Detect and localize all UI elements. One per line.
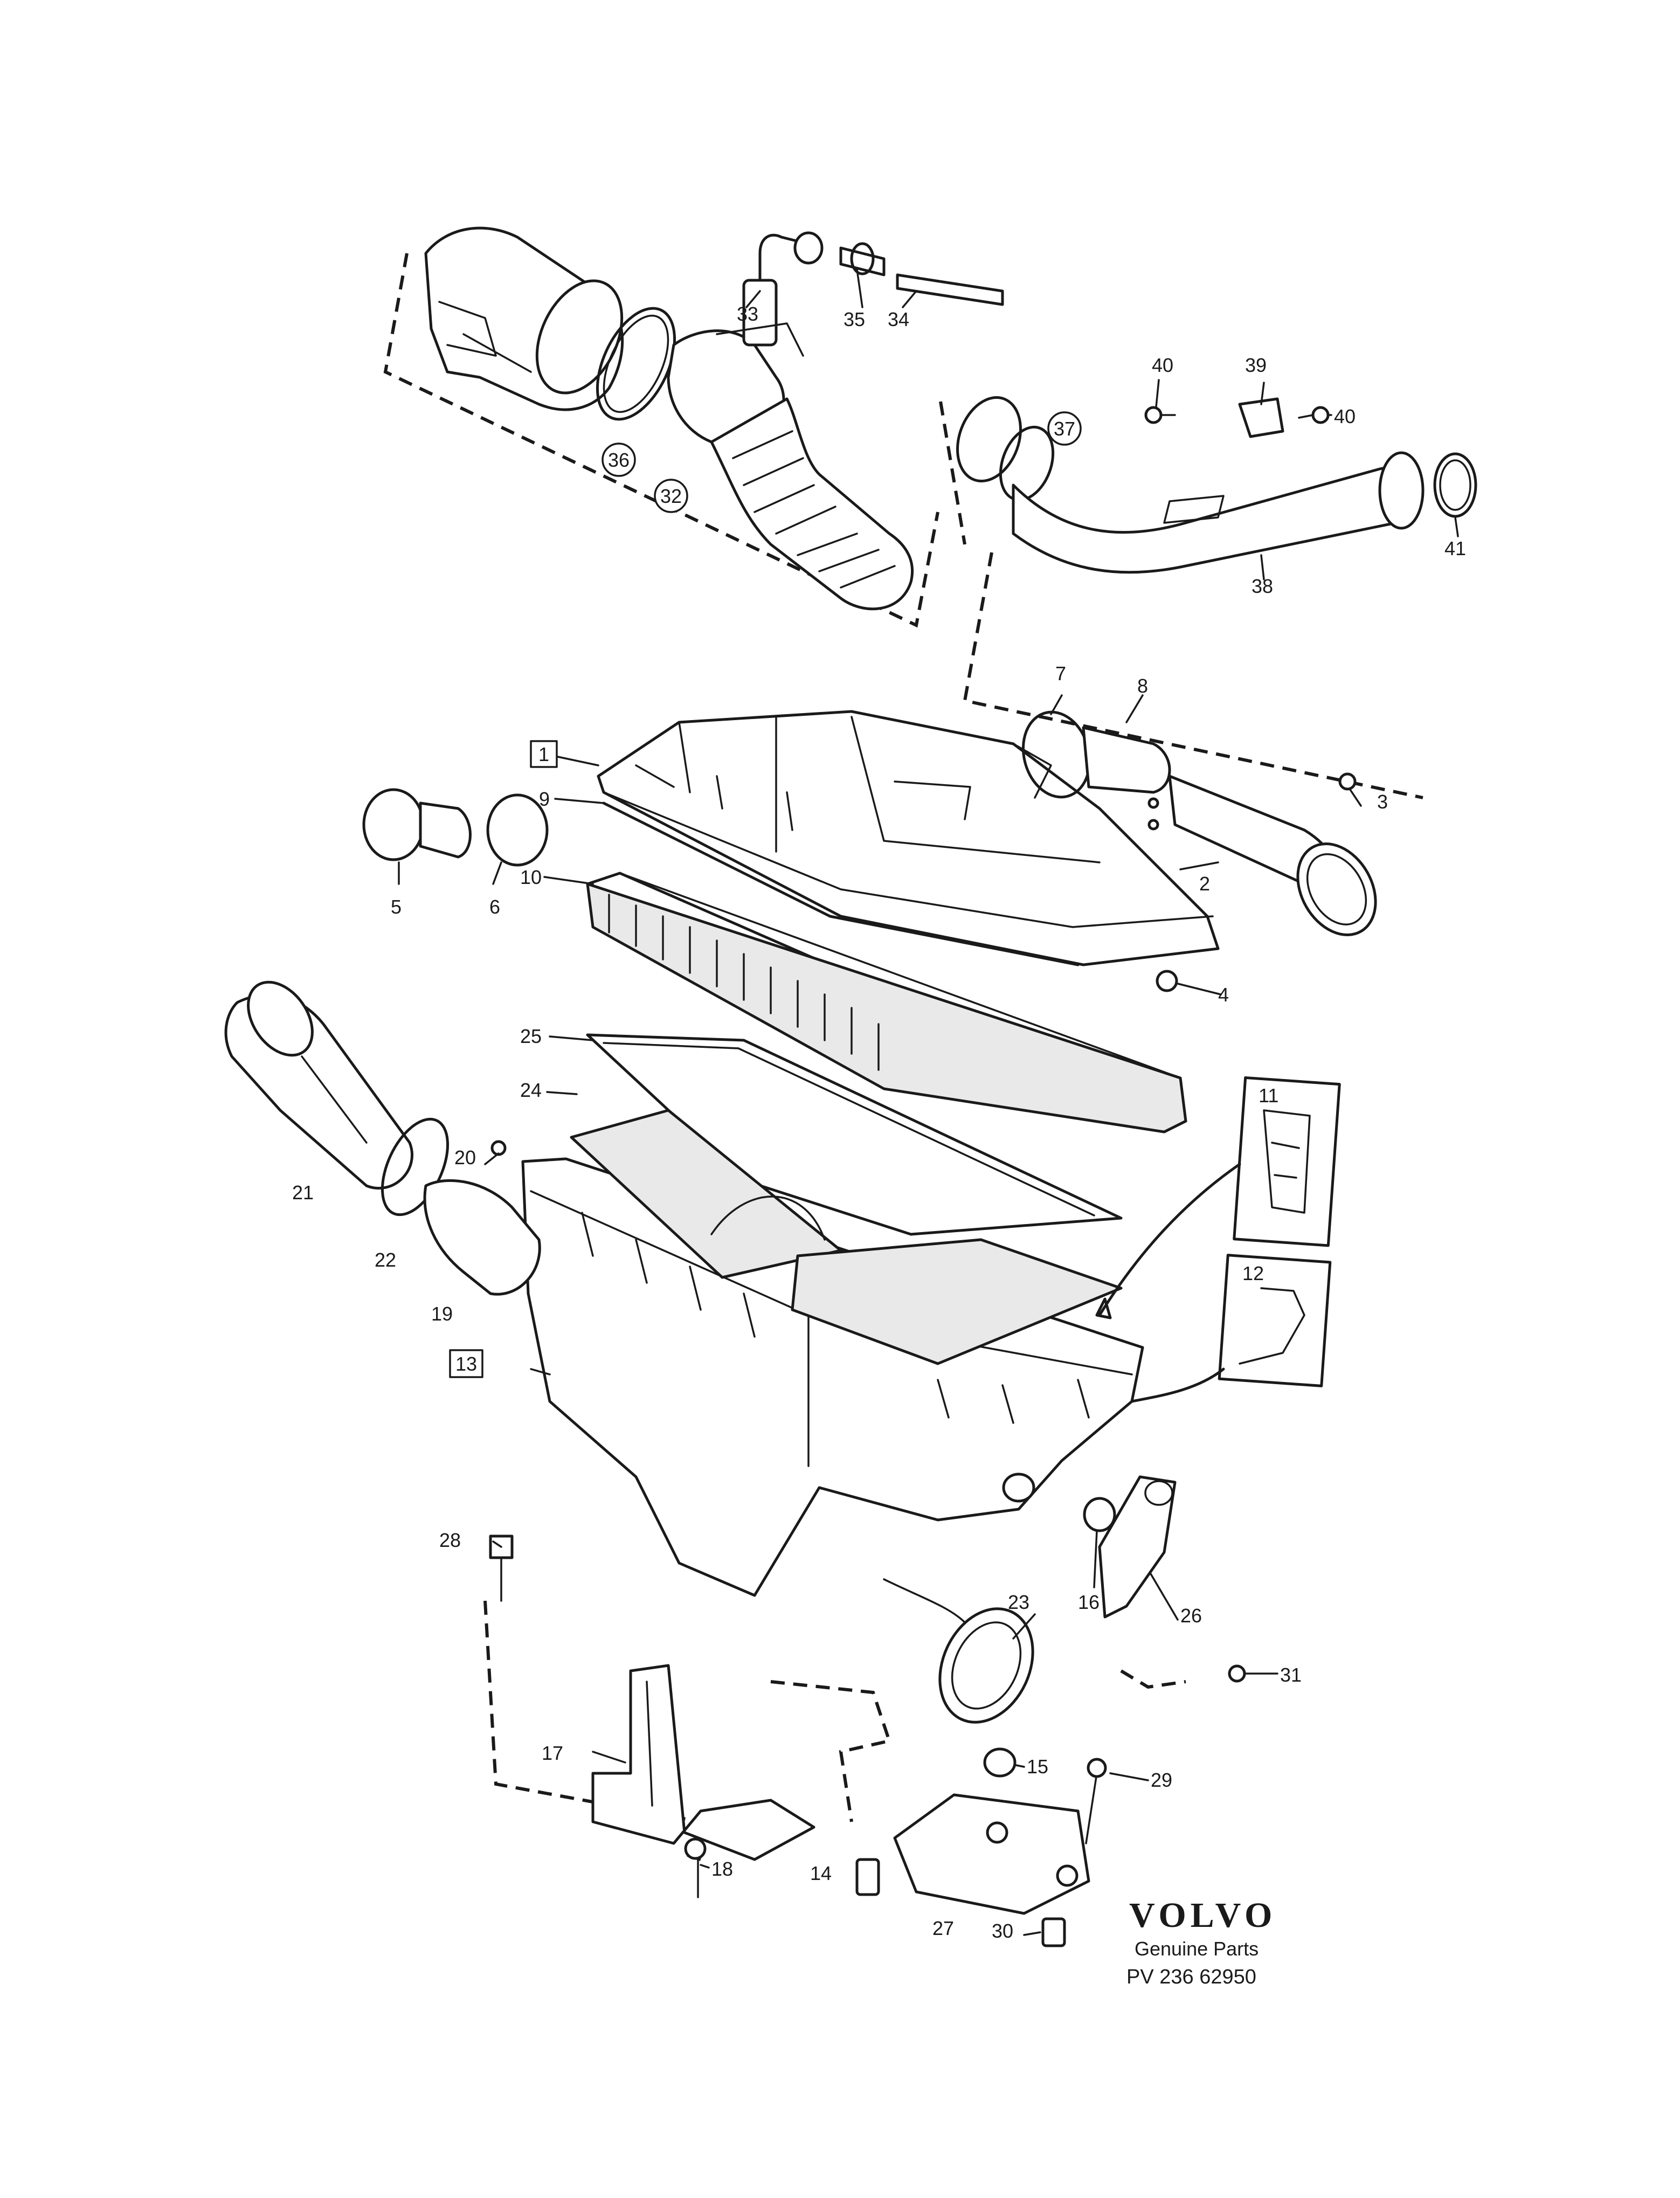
callout-32: 32 — [654, 479, 688, 513]
callout-20: 20 — [454, 1146, 476, 1169]
callout-16: 16 — [1078, 1591, 1100, 1613]
callout-labels: 1 2 3 4 5 6 7 8 9 10 11 12 13 14 15 16 1… — [292, 303, 1466, 1942]
callout-13: 13 — [449, 1349, 483, 1378]
callout-40-left: 40 — [1152, 354, 1173, 376]
filter-element — [586, 872, 1187, 1133]
callout-39: 39 — [1245, 354, 1267, 376]
callout-5: 5 — [391, 896, 402, 918]
callout-9: 9 — [539, 788, 550, 810]
callout-4: 4 — [1218, 984, 1229, 1006]
callout-10: 10 — [520, 866, 542, 888]
right-details — [362, 710, 1377, 992]
air-cleaner-cover — [597, 710, 1220, 966]
callout-38: 38 — [1252, 575, 1273, 597]
svg-text:1: 1 — [538, 743, 549, 765]
callout-27: 27 — [932, 1917, 954, 1939]
air-cleaner-housing — [521, 1109, 1144, 1724]
svg-text:13: 13 — [455, 1353, 477, 1375]
leader-lines — [398, 268, 1459, 1936]
callout-1: 1 — [530, 740, 558, 768]
callout-35: 35 — [844, 308, 865, 330]
inset-details — [1095, 1076, 1341, 1403]
callout-26: 26 — [1180, 1605, 1202, 1627]
callout-7: 7 — [1055, 662, 1066, 685]
callout-23: 23 — [1008, 1591, 1029, 1613]
callout-11: 11 — [1259, 1084, 1278, 1107]
callout-37: 37 — [1047, 411, 1082, 446]
callout-19: 19 — [431, 1303, 453, 1325]
callout-18: 18 — [711, 1858, 733, 1880]
callout-12: 12 — [1242, 1262, 1264, 1284]
brand-subtitle: Genuine Parts — [1135, 1938, 1259, 1960]
callout-28: 28 — [439, 1529, 461, 1551]
svg-text:32: 32 — [660, 485, 682, 507]
svg-text:36: 36 — [608, 449, 630, 471]
callout-31: 31 — [1280, 1664, 1302, 1686]
mounting-hardware — [483, 1475, 1246, 1947]
callout-34: 34 — [888, 308, 909, 330]
brand-code: PV 236 62950 — [1126, 1966, 1256, 1988]
callout-29: 29 — [1151, 1769, 1172, 1791]
top-intake-assembly — [383, 226, 1477, 799]
callout-14: 14 — [810, 1862, 832, 1884]
callout-21: 21 — [292, 1181, 314, 1204]
callout-33: 33 — [737, 303, 758, 325]
callout-2: 2 — [1199, 873, 1210, 895]
callout-17: 17 — [542, 1742, 563, 1764]
callout-8: 8 — [1137, 675, 1148, 697]
callout-30: 30 — [992, 1920, 1013, 1942]
callout-41: 41 — [1444, 537, 1466, 559]
filter-pleats — [608, 894, 880, 1071]
callout-3: 3 — [1377, 791, 1388, 813]
callout-15: 15 — [1027, 1755, 1048, 1778]
callout-40-right: 40 — [1334, 405, 1356, 427]
intake-pipe-left — [224, 980, 541, 1296]
callout-22: 22 — [375, 1249, 396, 1271]
callout-25: 25 — [520, 1025, 542, 1047]
brand-block: VOLVO Genuine Parts PV 236 62950 — [1126, 1896, 1276, 1988]
callout-36: 36 — [602, 443, 636, 477]
callout-6: 6 — [489, 896, 500, 918]
svg-text:37: 37 — [1054, 418, 1075, 440]
brand-name: VOLVO — [1129, 1896, 1276, 1935]
callout-24: 24 — [520, 1079, 542, 1101]
